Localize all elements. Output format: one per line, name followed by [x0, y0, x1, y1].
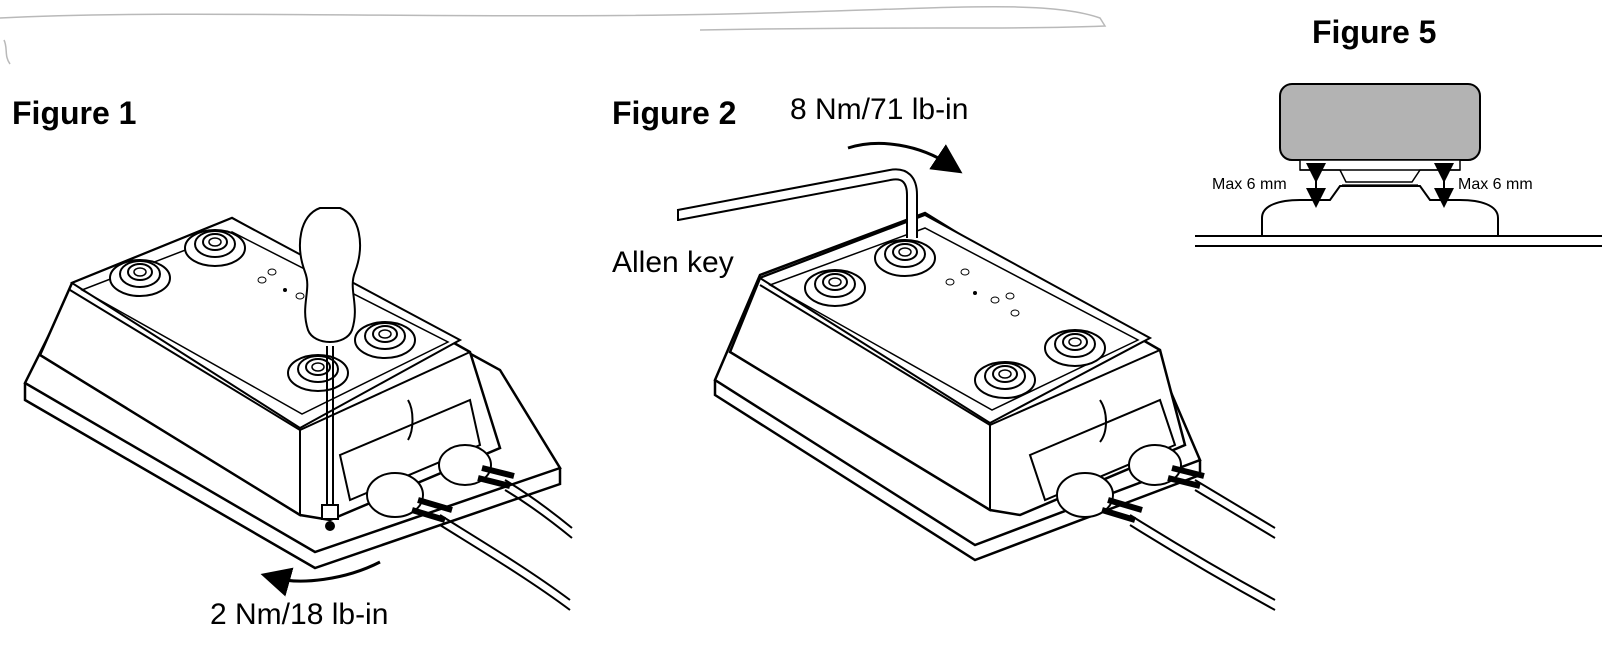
figure-1-title: Figure 1	[12, 95, 137, 131]
figure-5-clearance-diagram	[1195, 83, 1602, 247]
figure-5-title: Figure 5	[1312, 14, 1437, 50]
clearance-left-label: Max 6 mm	[1212, 176, 1287, 193]
figure-2-title: Figure 2	[612, 95, 737, 131]
left-edge-mark	[3, 39, 11, 65]
figure-2-device	[676, 142, 1276, 611]
allen-key-label: Allen key	[612, 246, 734, 279]
top-banner-outline	[0, 6, 1107, 31]
clearance-right-label: Max 6 mm	[1458, 176, 1533, 193]
figure-1-device	[23, 207, 573, 611]
figure-1-torque-label: 2 Nm/18 lb-in	[210, 598, 389, 631]
figure-2-torque-label: 8 Nm/71 lb-in	[790, 93, 969, 126]
